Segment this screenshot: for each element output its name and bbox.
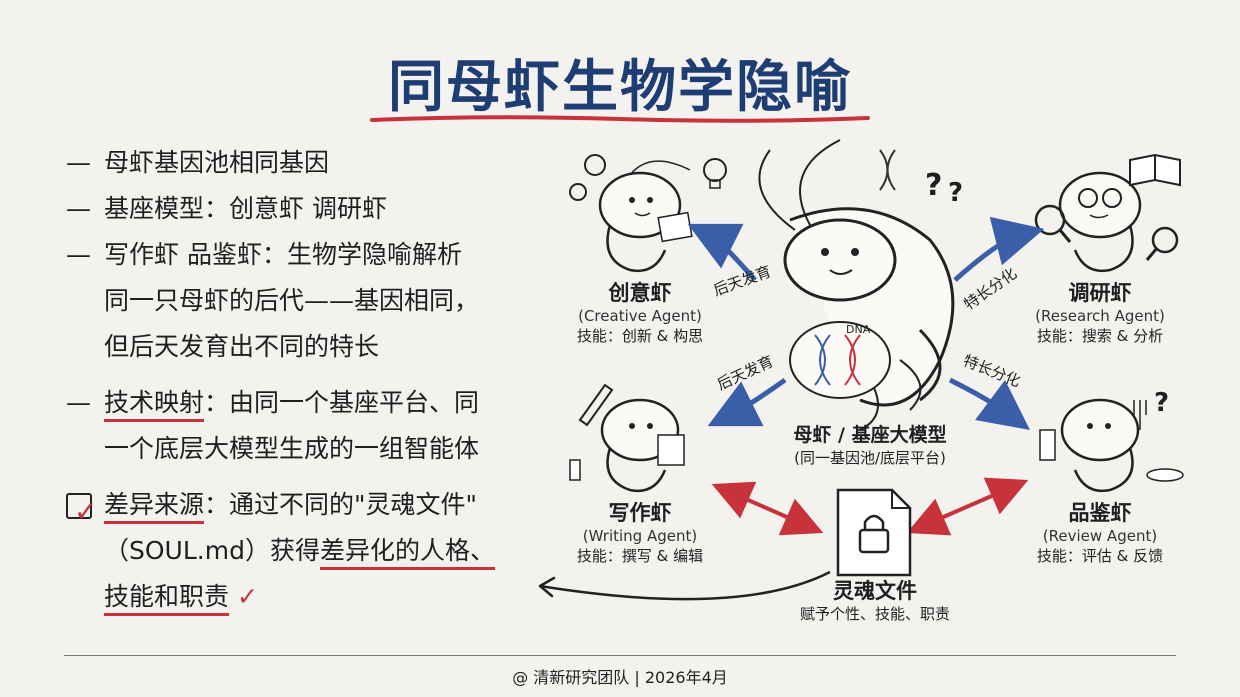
dash-marker: — bbox=[66, 194, 91, 223]
footer-credit: @ 清新研究团队 | 2026年4月 bbox=[512, 668, 728, 687]
bullet-tech-mapping: — 技术映射：由同一个基座平台、同 一个底层大模型生成的一组智能体 bbox=[66, 380, 536, 472]
page-title: 同母虾生物学隐喻 bbox=[388, 55, 852, 120]
lightbulb-icon bbox=[703, 158, 727, 189]
dash-marker: — bbox=[66, 148, 91, 177]
soul-sub: 赋予个性、技能、职责 bbox=[799, 605, 950, 623]
creative-shrimp-icon bbox=[598, 160, 693, 273]
bullet-text: ：由同一个基座平台、同 bbox=[204, 388, 480, 417]
soul-to-text-arrow bbox=[538, 570, 831, 601]
question-icon: ? bbox=[948, 178, 964, 208]
writing-name: 写作虾 bbox=[608, 501, 672, 525]
review-en: (Review Agent) bbox=[1042, 527, 1158, 545]
arrow-to-review bbox=[948, 377, 1031, 430]
keyword-tech-mapping: 技术映射 bbox=[104, 388, 205, 422]
bullet-difference-source: ✓ 差异来源：通过不同的"灵魂文件" （SOUL.md）获得差异化的人格、 技能… bbox=[66, 482, 536, 620]
keyword-difference-source: 差异来源 bbox=[104, 490, 205, 524]
bullet-text: 技能和职责 bbox=[104, 582, 230, 616]
arrow-soul-review bbox=[906, 477, 1029, 536]
checkbox-icon: ✓ bbox=[66, 493, 97, 528]
bullet-text: 母虾基因池相同基因 bbox=[104, 148, 330, 177]
research-skill: 技能：搜索 & 分析 bbox=[1036, 327, 1164, 345]
bullet-text: 基座模型：创意虾 调研虾 bbox=[104, 194, 387, 223]
bullet-metaphor: — 写作虾 品鉴虾：生物学隐喻解析 同一只母虾的后代——基因相同， 但后天发育出… bbox=[66, 232, 536, 370]
footer-divider bbox=[64, 655, 1176, 656]
writing-label: 写作虾 (Writing Agent) 技能：撰写 & 编辑 bbox=[560, 500, 720, 566]
soul-label: 灵魂文件 赋予个性、技能、职责 bbox=[780, 578, 970, 624]
writing-shrimp-icon bbox=[569, 398, 685, 493]
bullet-base-model: — 基座模型：创意虾 调研虾 bbox=[66, 186, 536, 232]
book-icon bbox=[1129, 153, 1181, 187]
bullet-text: 但后天发育出不同的特长 bbox=[104, 332, 380, 361]
research-shrimp-icon bbox=[1058, 171, 1142, 273]
mother-sub: (同一基因池/底层平台) bbox=[794, 449, 946, 467]
writing-en: (Writing Agent) bbox=[582, 527, 698, 545]
shrimp-diagram: ? ? ? DNA 创意虾 (Creative Agent) 技能：创新 & 构… bbox=[540, 130, 1240, 650]
dash-marker: — bbox=[66, 388, 91, 417]
soul-file-icon bbox=[836, 488, 912, 577]
bullet-text: 同一只母虾的后代——基因相同， bbox=[104, 286, 480, 315]
creative-skill: 技能：创新 & 构思 bbox=[576, 327, 704, 345]
bullet-text: （SOUL.md）获得 bbox=[104, 536, 320, 565]
pen-icon bbox=[578, 383, 614, 427]
bullet-text: ：通过不同的"灵魂文件" bbox=[204, 490, 478, 519]
keyword-differentiated: 差异化的人格、 bbox=[319, 536, 495, 570]
mother-shrimp-icon bbox=[758, 139, 955, 431]
gear-icon bbox=[569, 154, 606, 201]
research-en: (Research Agent) bbox=[1035, 307, 1165, 325]
dna-bubble-icon bbox=[789, 321, 891, 399]
review-name: 品鉴虾 bbox=[1068, 501, 1132, 525]
bullet-text: 一个底层大模型生成的一组智能体 bbox=[104, 434, 480, 463]
soul-name: 灵魂文件 bbox=[833, 579, 917, 603]
review-skill: 技能：评估 & 反馈 bbox=[1036, 547, 1164, 565]
check-mark-icon: ✓ bbox=[236, 582, 258, 611]
research-name: 调研虾 bbox=[1068, 281, 1132, 305]
review-shrimp-icon bbox=[1039, 398, 1184, 493]
arrow-to-research bbox=[953, 216, 1045, 282]
creative-en: (Creative Agent) bbox=[578, 307, 702, 325]
arrow-to-writing bbox=[707, 377, 787, 427]
bullet-list: — 母虾基因池相同基因 — 基座模型：创意虾 调研虾 — 写作虾 品鉴虾：生物学… bbox=[66, 140, 536, 620]
arrow-soul-writing bbox=[711, 481, 824, 536]
writing-skill: 技能：撰写 & 编辑 bbox=[576, 547, 704, 565]
research-label: 调研虾 (Research Agent) 技能：搜索 & 分析 bbox=[1020, 280, 1180, 346]
question-icon: ? bbox=[925, 168, 943, 203]
dna-label: DNA bbox=[846, 323, 871, 336]
dna-icon bbox=[879, 149, 896, 191]
creative-label: 创意虾 (Creative Agent) 技能：创新 & 构思 bbox=[560, 280, 720, 346]
dash-marker: — bbox=[66, 240, 91, 269]
mother-name: 母虾 / 基座大模型 bbox=[793, 424, 947, 446]
question-icon: ? bbox=[1154, 388, 1170, 418]
review-label: 品鉴虾 (Review Agent) 技能：评估 & 反馈 bbox=[1020, 500, 1180, 566]
mother-label: 母虾 / 基座大模型 (同一基因池/底层平台) bbox=[770, 422, 970, 468]
title-underline bbox=[370, 115, 870, 123]
arrow-to-creative bbox=[687, 223, 757, 282]
creative-name: 创意虾 bbox=[608, 281, 672, 305]
bullet-text: 写作虾 品鉴虾：生物学隐喻解析 bbox=[104, 240, 462, 269]
bullet-gene-pool: — 母虾基因池相同基因 bbox=[66, 140, 536, 186]
diagram-graphics bbox=[569, 139, 1184, 577]
